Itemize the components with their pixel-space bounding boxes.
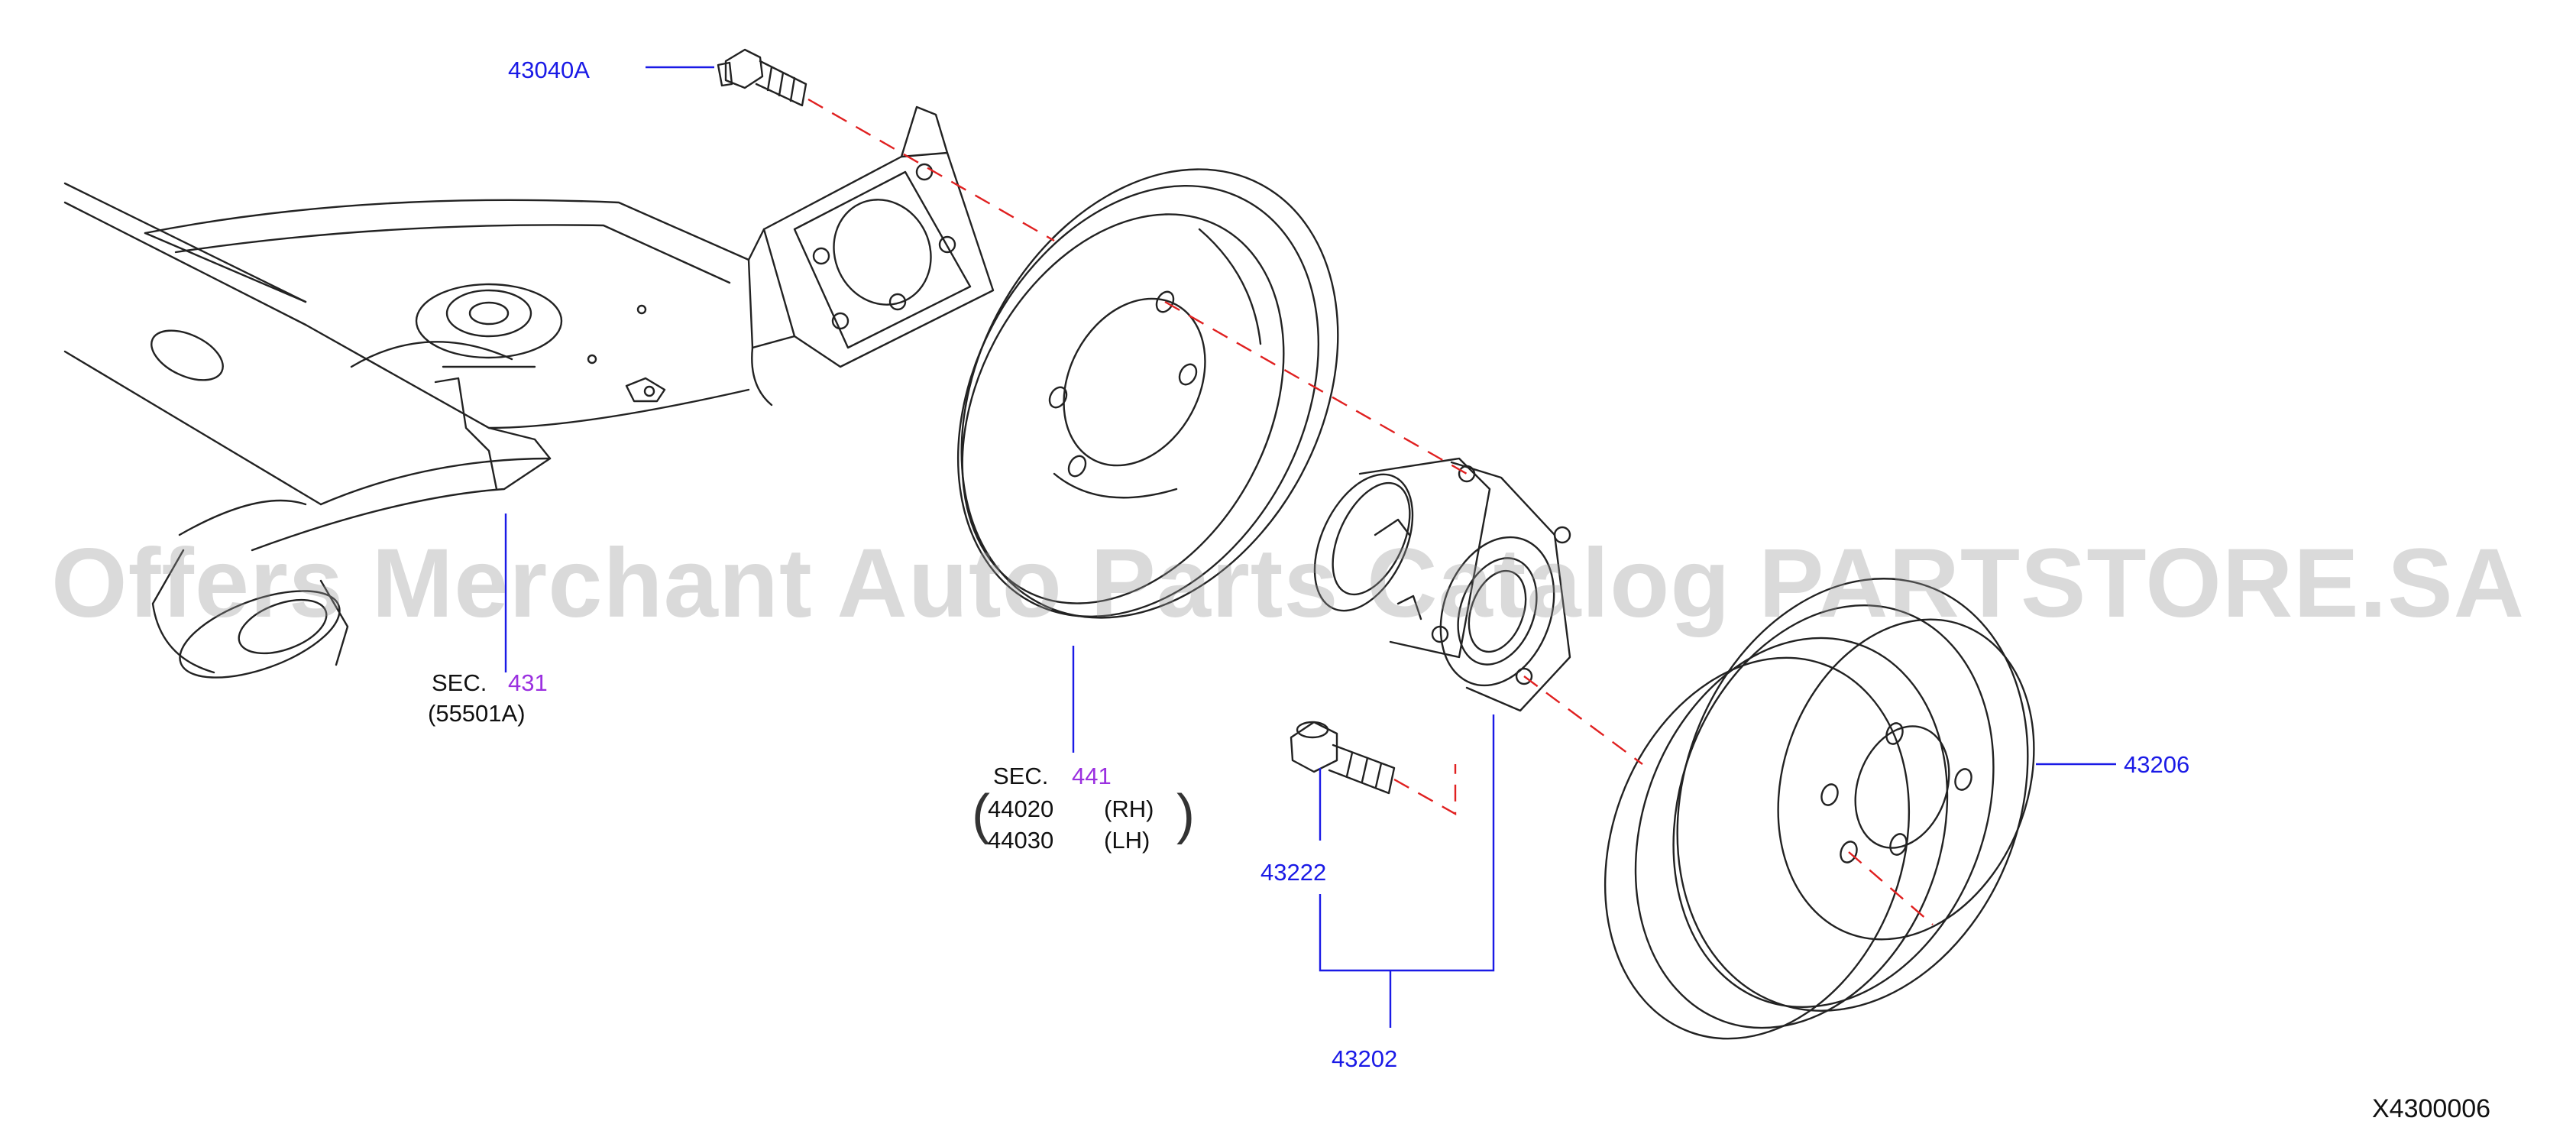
watermark-text: Offers Merchant Auto Parts Catalog PARTS…	[51, 529, 2525, 638]
brake-backing-plate	[956, 168, 1339, 619]
bracket-right: )	[1176, 784, 1195, 845]
centerlines	[807, 98, 1934, 925]
sec-441-number[interactable]: 441	[1072, 763, 1112, 789]
rear-axle-beam	[63, 105, 995, 679]
hub-assembly	[1313, 457, 1571, 712]
part-label-43040A[interactable]: 43040A	[508, 57, 590, 83]
sec-441-side-rh: (RH)	[1104, 795, 1154, 822]
leader-lines	[504, 66, 2116, 1028]
brake-drum-43206	[1604, 578, 2035, 1040]
sec-441-side-lh: (LH)	[1104, 827, 1150, 854]
part-label-43202[interactable]: 43202	[1332, 1045, 1398, 1072]
sec-441-prefix: SEC.	[993, 763, 1049, 789]
sec-441-code-rh: 44020	[988, 795, 1054, 822]
sec-441-code-lh: 44030	[988, 827, 1054, 854]
sec-431-sub: (55501A)	[428, 700, 526, 727]
sec-431-prefix: SEC.	[432, 669, 487, 696]
sec-431-number[interactable]: 431	[508, 669, 548, 696]
hub-bolt-43222	[1290, 721, 1396, 795]
part-label-43206[interactable]: 43206	[2124, 751, 2190, 778]
flange-bolt-43040A	[717, 48, 807, 107]
diagram-id: X4300006	[2372, 1094, 2491, 1123]
bracket-left: (	[972, 784, 990, 845]
part-label-43222[interactable]: 43222	[1260, 859, 1327, 886]
